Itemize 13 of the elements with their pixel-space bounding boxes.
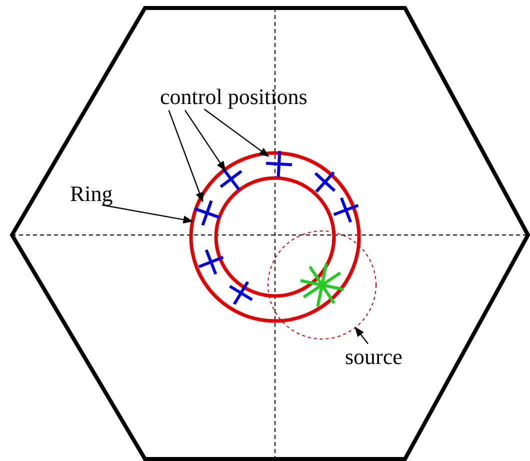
leader-line <box>204 108 270 157</box>
leader-line <box>102 204 194 224</box>
callout-label: control positions <box>160 86 308 108</box>
leader-line <box>184 110 226 172</box>
cross-mark <box>194 200 220 226</box>
dashed-circle <box>268 230 376 340</box>
callout-label: Ring <box>70 183 113 205</box>
ring-drawing <box>189 150 361 323</box>
leader-line <box>354 326 368 344</box>
cross-mark <box>266 150 292 178</box>
callout-label: source <box>345 346 402 368</box>
cross-mark <box>220 168 242 190</box>
leader-line <box>168 110 204 202</box>
